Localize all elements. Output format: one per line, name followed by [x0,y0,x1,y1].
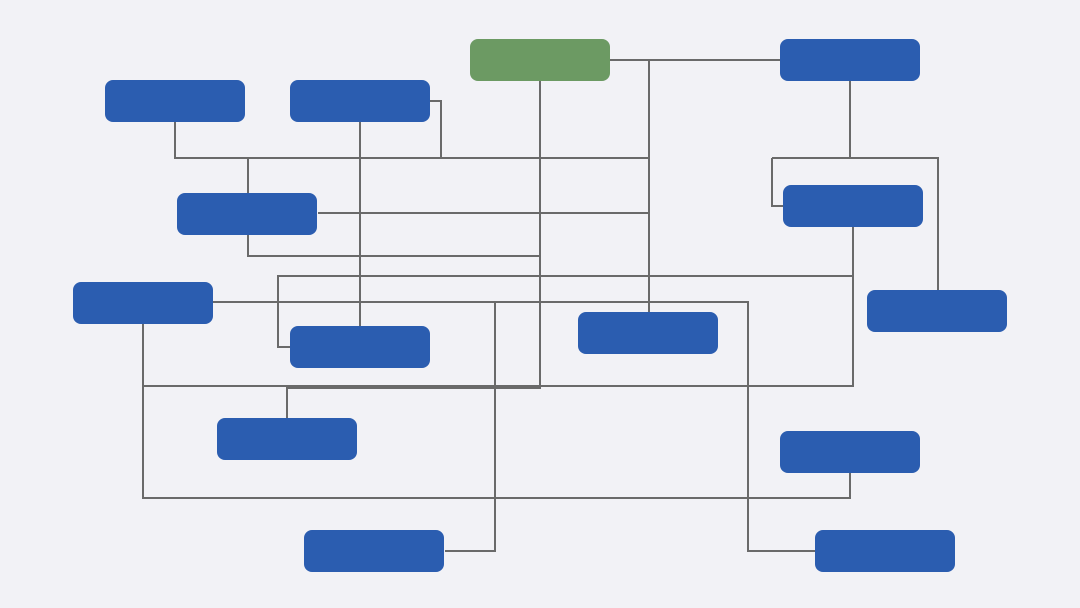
connector-n4-down [247,235,540,257]
root-node[interactable] [470,39,610,81]
diagram-node[interactable] [304,530,444,572]
connector-root-trunk [286,81,541,418]
diagram-node[interactable] [73,282,213,324]
connector-n6-right [213,301,815,552]
diagram-node[interactable] [290,326,430,368]
diagram-node[interactable] [217,418,357,460]
connector-n12 [445,302,496,552]
diagram-node[interactable] [867,290,1007,332]
connector-n5-left [771,158,783,207]
connector-n3-branch [772,157,939,290]
connector-n5-to-n9 [277,275,853,348]
diagram-node[interactable] [780,39,920,81]
diagram-node[interactable] [290,80,430,122]
connector-n2-to-bus [430,100,442,158]
diagram-node[interactable] [783,185,923,227]
diagram-node[interactable] [105,80,245,122]
diagram-node[interactable] [578,312,718,354]
diagram-node[interactable] [815,530,955,572]
connector-n6-down [142,324,851,499]
connector-n5-down [143,227,854,387]
diagram-node[interactable] [780,431,920,473]
connector-n1-bus [174,122,649,159]
diagram-node[interactable] [177,193,317,235]
